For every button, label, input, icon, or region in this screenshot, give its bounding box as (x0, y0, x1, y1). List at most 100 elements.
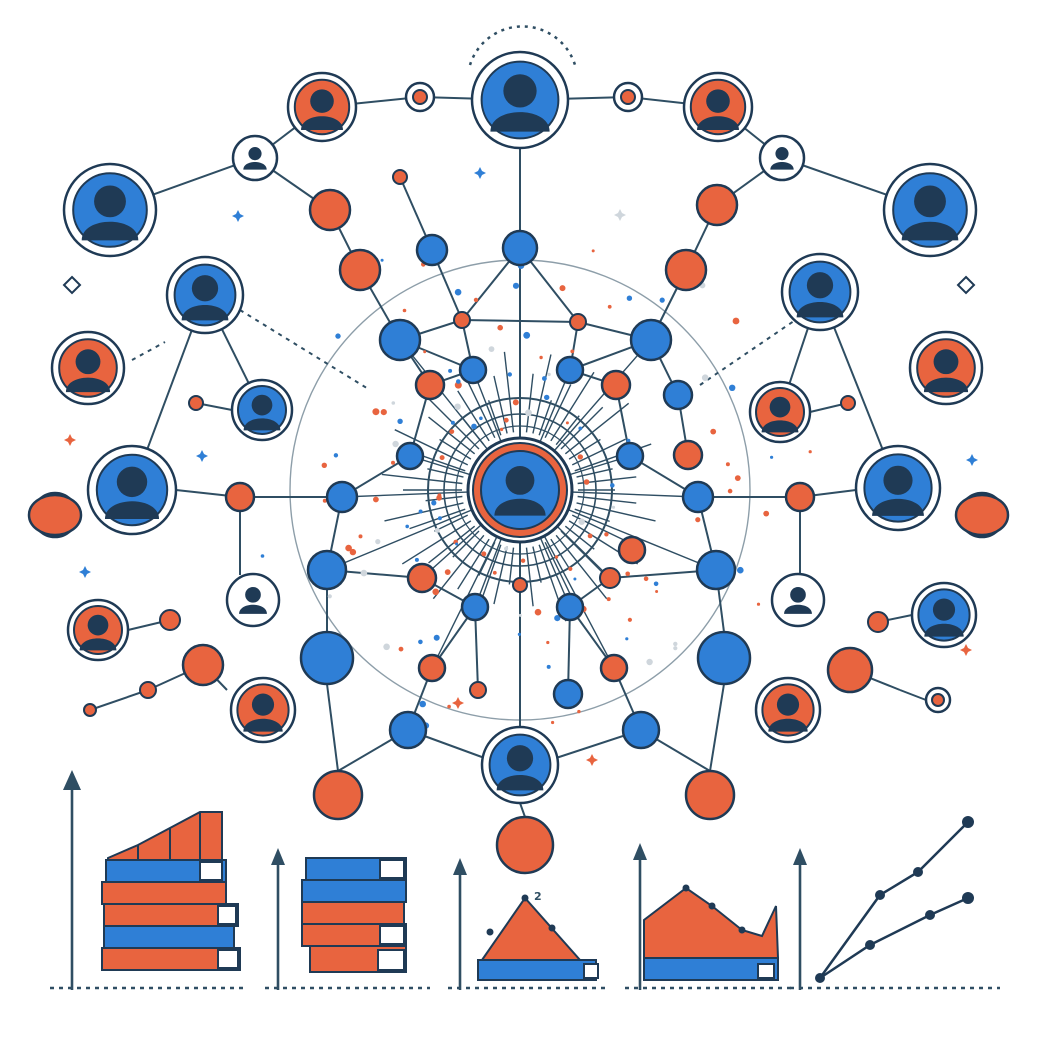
network-node (681, 480, 715, 514)
network-node (378, 318, 422, 362)
point (815, 973, 825, 983)
hub-ray (571, 438, 626, 466)
user-icon (780, 252, 860, 332)
user-icon (682, 71, 754, 143)
scatter-dot (380, 258, 384, 262)
scatter-dot (333, 453, 339, 458)
scatter-dot (473, 297, 479, 303)
mini-chart-3: 2 (448, 858, 610, 990)
bar-layer (301, 879, 407, 903)
network-node (308, 188, 352, 232)
scatter-dot (606, 597, 611, 602)
hub-ray (384, 502, 464, 522)
network-node (406, 562, 438, 594)
scatter-dot (448, 368, 453, 373)
scatter-dot (504, 546, 509, 551)
network-node (672, 439, 704, 471)
scatter-dot (732, 317, 740, 325)
scatter-dot (701, 374, 709, 382)
y-axis-arrow (63, 770, 81, 790)
hub-ray (428, 416, 476, 455)
scatter-dot (626, 295, 633, 301)
network-node (460, 592, 490, 622)
network-node (181, 643, 225, 687)
point (962, 892, 974, 904)
scatter-dot (737, 566, 744, 574)
network-node (569, 313, 587, 331)
network-node (83, 703, 97, 717)
network-node (662, 379, 694, 411)
scatter-dot (611, 505, 616, 509)
user-icon (165, 255, 245, 335)
hub-ray (564, 402, 630, 455)
network-node (552, 678, 584, 710)
scatter-dot (439, 455, 445, 461)
network-node (495, 815, 555, 875)
scatter-dot (577, 709, 581, 714)
scatter-dot (610, 483, 615, 488)
network-node (139, 681, 157, 699)
hub-ray (532, 354, 552, 434)
scatter-dot (503, 417, 509, 423)
hub-ray (544, 541, 572, 596)
edge (326, 683, 339, 772)
scatter-dot (499, 427, 504, 432)
scatter-dot (653, 581, 659, 587)
user-icon (229, 676, 297, 744)
network-node (695, 183, 739, 227)
scatter-dot (373, 496, 379, 503)
scatter-dot (544, 394, 550, 401)
hub-ray (401, 520, 472, 565)
point (913, 867, 923, 877)
scatter-dot (383, 643, 390, 651)
scatter-dot (492, 570, 497, 575)
user-icon (62, 162, 158, 258)
scatter-dot (450, 420, 455, 425)
scatter-dot (573, 577, 577, 581)
edge (461, 319, 579, 323)
scatter-dot (517, 632, 522, 637)
scatter-dot (449, 429, 455, 434)
scatter-dot (607, 304, 612, 309)
dashed-edge (239, 309, 371, 391)
sparkle-icon (966, 454, 978, 466)
scatter-dot (570, 349, 575, 354)
network-node (555, 355, 585, 385)
scatter-dot (625, 571, 630, 577)
scatter-dot (542, 376, 547, 381)
user-icon (230, 378, 294, 442)
hub-ray (568, 438, 601, 460)
mini-charts: 2 (50, 770, 1000, 990)
hub-ray (432, 534, 485, 600)
scatter-dot (695, 517, 701, 523)
user-icon (758, 134, 806, 182)
bar-layer (301, 901, 405, 925)
hub-ray (452, 530, 480, 558)
hub-ray (560, 530, 604, 574)
network-node (501, 229, 539, 267)
hub-ray (394, 429, 469, 466)
scatter-dot (447, 704, 451, 709)
scatter-dot (349, 548, 357, 556)
network-node (599, 653, 629, 683)
scatter-dot (770, 455, 774, 459)
scatter-dot (434, 527, 440, 533)
user-icon (286, 71, 358, 143)
scatter-dot (488, 346, 495, 352)
hub-ray (428, 525, 476, 564)
scatter-dot (260, 554, 265, 558)
user-icon (50, 330, 126, 406)
network-node (600, 369, 632, 401)
network-node (338, 248, 382, 292)
mini-chart-4 (625, 843, 795, 990)
edge (519, 802, 526, 818)
bar-top (107, 811, 223, 861)
scatter-dot (554, 555, 559, 559)
scatter-dot (756, 602, 761, 606)
line-series-2 (819, 896, 969, 980)
sparkle-icon (79, 566, 91, 578)
scatter-dot (534, 608, 542, 616)
hub-ray (576, 502, 656, 522)
scatter-dot (380, 409, 387, 416)
